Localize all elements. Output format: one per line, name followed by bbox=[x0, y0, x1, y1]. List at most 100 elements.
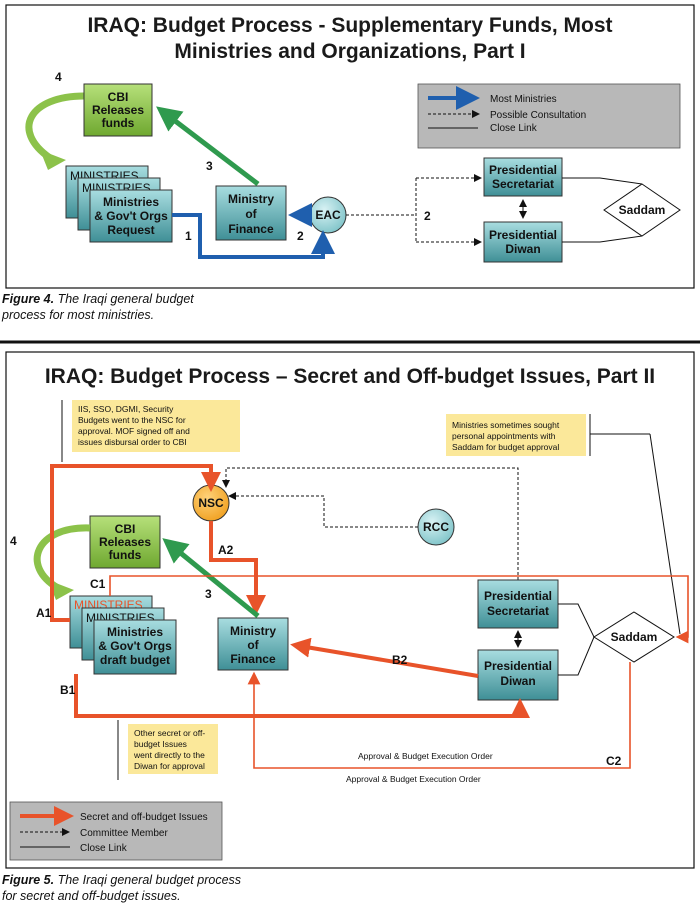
svg-text:& Gov't Orgs: & Gov't Orgs bbox=[98, 639, 172, 653]
svg-text:of: of bbox=[245, 207, 257, 221]
fig4-caption-text2: process for most ministries. bbox=[2, 308, 155, 322]
svg-text:Saddam: Saddam bbox=[619, 203, 666, 217]
fig5-caption-text: The Iraqi general budget process bbox=[57, 873, 242, 887]
svg-text:Presidential: Presidential bbox=[489, 228, 557, 242]
fig5-close-link-diwan bbox=[558, 636, 595, 676]
fig4-legend: Most Ministries Possible Consultation Cl… bbox=[417, 83, 681, 149]
fig4-label-3: 3 bbox=[206, 159, 213, 173]
fig5-note-bottom: Other secret or off- budget Issues went … bbox=[117, 720, 218, 780]
fig5-arrow-b2 bbox=[290, 637, 479, 678]
svg-text:CBI: CBI bbox=[115, 522, 136, 536]
svg-text:Ministries: Ministries bbox=[103, 195, 159, 209]
fig5-note-right: Ministries sometimes sought personal app… bbox=[446, 414, 650, 456]
svg-text:Presidential: Presidential bbox=[484, 659, 552, 673]
fig5-pres-diwan-box: Presidential Diwan bbox=[477, 649, 559, 701]
fig4-ministry-of-finance-box: Ministry of Finance bbox=[215, 185, 287, 241]
svg-text:Secretariat: Secretariat bbox=[487, 604, 549, 618]
svg-text:RCC: RCC bbox=[423, 520, 449, 534]
fig5-approval-label-2: Approval & Budget Execution Order bbox=[346, 774, 481, 784]
fig5-legend-secret: Secret and off-budget Issues bbox=[80, 812, 208, 823]
fig5-caption-label: Figure 5. bbox=[2, 873, 55, 887]
fig4-pres-secretariat-box: Presidential Secretariat bbox=[483, 157, 563, 197]
fig5-pres-secretariat-box: Presidential Secretariat bbox=[477, 579, 559, 629]
fig4-arrow-3 bbox=[156, 106, 260, 186]
fig4-cbi-box: CBI Releases funds bbox=[83, 83, 153, 137]
svg-text:Releases: Releases bbox=[92, 103, 144, 117]
fig4-label-4: 4 bbox=[55, 70, 62, 84]
fig5-ministries-stack: MINISTRIES MINISTRIES Ministries & Gov't… bbox=[69, 595, 177, 675]
svg-text:IIS, SSO, DGMI, Security: IIS, SSO, DGMI, Security bbox=[78, 404, 174, 414]
svg-text:budget Issues: budget Issues bbox=[134, 739, 187, 749]
svg-text:EAC: EAC bbox=[315, 208, 341, 222]
svg-text:Presidential: Presidential bbox=[489, 163, 557, 177]
fig5-title: IRAQ: Budget Process – Secret and Off-bu… bbox=[45, 365, 655, 388]
fig4-title-line1: IRAQ: Budget Process - Supplementary Fun… bbox=[87, 14, 612, 37]
svg-text:Ministries: Ministries bbox=[107, 625, 163, 639]
svg-text:draft budget: draft budget bbox=[100, 653, 170, 667]
fig5-legend-close-link: Close Link bbox=[80, 843, 128, 854]
fig5-nsc-circle: NSC bbox=[192, 484, 230, 522]
fig5-arrow-a2 bbox=[209, 521, 266, 615]
fig5-arrow-c2 bbox=[247, 662, 631, 769]
fig5-cbi-box: CBI Releases funds bbox=[89, 515, 161, 569]
fig5-approval-label-1: Approval & Budget Execution Order bbox=[358, 751, 493, 761]
fig4-pres-diwan-box: Presidential Diwan bbox=[483, 221, 563, 263]
fig4-label-2b: 2 bbox=[424, 209, 431, 223]
svg-text:Diwan for approval: Diwan for approval bbox=[134, 761, 205, 771]
fig5-saddam-diamond: Saddam bbox=[593, 611, 675, 663]
svg-text:Request: Request bbox=[107, 223, 154, 237]
svg-text:funds: funds bbox=[109, 548, 142, 562]
fig4-arrow-1 bbox=[172, 213, 335, 259]
svg-text:Other secret or off-: Other secret or off- bbox=[134, 728, 205, 738]
svg-text:Diwan: Diwan bbox=[500, 674, 535, 688]
svg-text:went directly to the: went directly to the bbox=[133, 750, 205, 760]
svg-text:Releases: Releases bbox=[99, 535, 151, 549]
fig5-curve-arrow-4 bbox=[33, 524, 91, 592]
fig5-label-4: 4 bbox=[10, 534, 17, 548]
fig5-label-c1: C1 bbox=[90, 577, 106, 591]
svg-text:Finance: Finance bbox=[228, 222, 274, 236]
fig4-curve-arrow-4 bbox=[25, 92, 85, 161]
svg-text:issues disbursal order to CBI: issues disbursal order to CBI bbox=[78, 437, 187, 447]
svg-text:funds: funds bbox=[102, 116, 135, 130]
fig4-label-2a: 2 bbox=[297, 229, 304, 243]
fig4-caption: Figure 4. The Iraqi general budget proce… bbox=[2, 291, 194, 323]
fig5-label-a2: A2 bbox=[218, 543, 234, 557]
fig5-legend-committee: Committee Member bbox=[80, 828, 168, 839]
fig4-saddam-diamond: Saddam bbox=[603, 183, 681, 237]
fig5-curve-arrowhead bbox=[48, 580, 74, 600]
fig4-legend-close-link: Close Link bbox=[490, 123, 538, 134]
fig5-label-c2: C2 bbox=[606, 754, 622, 768]
fig5-legend: Secret and off-budget Issues Committee M… bbox=[9, 801, 223, 861]
fig4-close-link-diwan bbox=[562, 235, 643, 243]
svg-text:Diwan: Diwan bbox=[505, 242, 540, 256]
svg-text:Ministry: Ministry bbox=[228, 192, 274, 206]
fig4-title-line2: Ministries and Organizations, Part I bbox=[174, 40, 525, 63]
svg-text:Budgets went to the NSC for: Budgets went to the NSC for bbox=[78, 415, 186, 425]
fig5-label-b2: B2 bbox=[392, 653, 408, 667]
svg-text:of: of bbox=[247, 638, 259, 652]
fig5-rcc-circle: RCC bbox=[417, 508, 455, 546]
fig5-close-link-sec bbox=[558, 603, 595, 638]
fig4-label-1: 1 bbox=[185, 229, 192, 243]
fig4-curve-arrowhead bbox=[40, 150, 66, 170]
svg-text:approval. MOF signed off and: approval. MOF signed off and bbox=[78, 426, 190, 436]
fig5-label-a1: A1 bbox=[36, 606, 52, 620]
fig4-caption-label: Figure 4. bbox=[2, 292, 55, 306]
fig5-caption-text2: for secret and off-budget issues. bbox=[2, 889, 181, 903]
fig5-ministry-of-finance-box: Ministry of Finance bbox=[217, 617, 289, 671]
fig5-arrow-3 bbox=[162, 538, 260, 618]
svg-text:Ministry: Ministry bbox=[230, 624, 276, 638]
svg-text:Ministries sometimes sought: Ministries sometimes sought bbox=[452, 420, 560, 430]
fig4-eac-circle: EAC bbox=[309, 196, 347, 234]
fig5-arrow-b1 bbox=[74, 674, 530, 718]
fig5-dashed-sec-nsc bbox=[222, 467, 519, 580]
fig4-ministries-stack: MINISTRIES MINISTRIES Ministries & Gov't… bbox=[65, 165, 173, 243]
fig4-close-link-sec bbox=[562, 177, 643, 185]
fig5-label-3: 3 bbox=[205, 587, 212, 601]
svg-text:NSC: NSC bbox=[198, 496, 224, 510]
svg-text:& Gov't Orgs: & Gov't Orgs bbox=[94, 209, 168, 223]
svg-text:Saddam: Saddam bbox=[611, 630, 658, 644]
fig5-dashed-rcc-nsc bbox=[228, 492, 418, 528]
